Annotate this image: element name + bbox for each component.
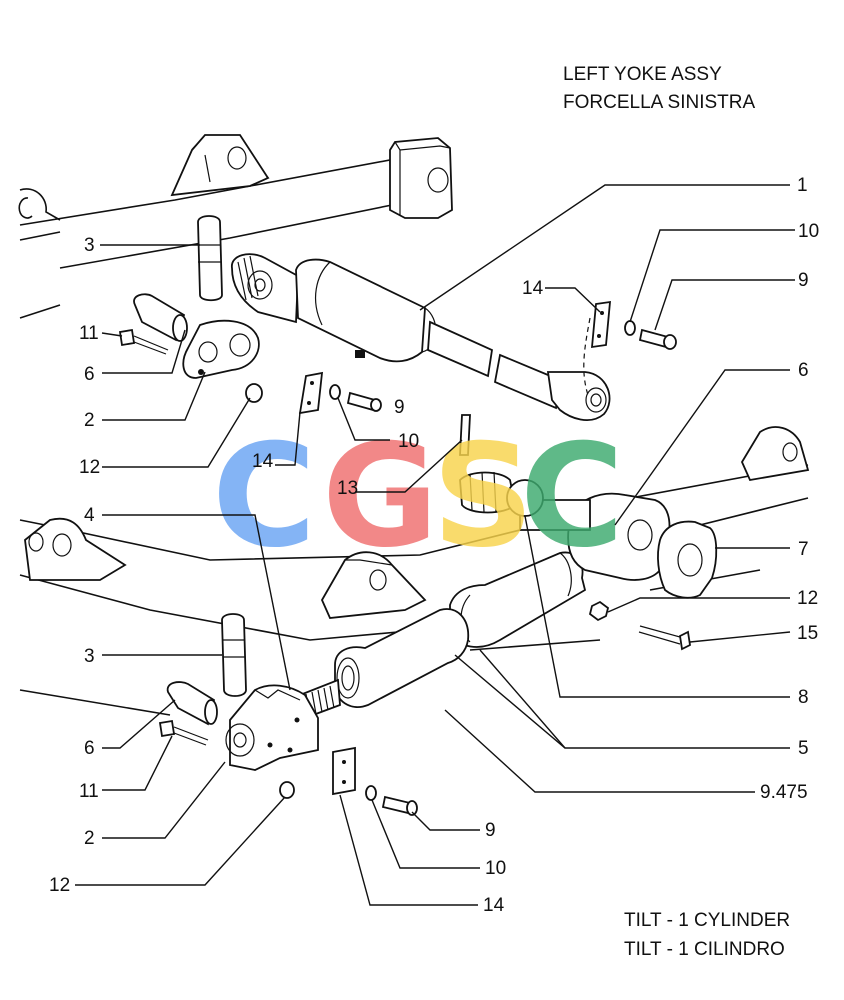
- callout-12-right: 12: [797, 588, 818, 609]
- callout-12-upper: 12: [79, 457, 100, 478]
- watermark-letter-c1: C: [212, 414, 316, 579]
- callout-6-right: 6: [798, 360, 809, 381]
- caption-line-2: TILT - 1 CILINDRO: [624, 939, 785, 960]
- callout-8: 8: [798, 687, 809, 708]
- callout-10-top: 10: [798, 221, 819, 242]
- watermark-letter-g: G: [322, 414, 439, 579]
- caption-line-1: TILT - 1 CYLINDER: [624, 910, 790, 931]
- cgsc-watermark: C G S C: [212, 414, 624, 579]
- callout-10-lower: 10: [485, 858, 506, 879]
- callout-13: 13: [337, 478, 358, 499]
- callout-9-top: 9: [798, 270, 809, 291]
- callout-9-475: 9.475: [760, 782, 808, 803]
- leader-lines: [75, 184, 795, 906]
- callout-11-lower: 11: [79, 781, 99, 802]
- callout-2-upper: 2: [84, 410, 95, 431]
- callout-4: 4: [84, 505, 95, 526]
- upper-cylinder-assembly: [231, 253, 611, 422]
- callout-9-middle: 9: [394, 397, 405, 418]
- callout-12-lower: 12: [49, 875, 70, 896]
- callout-3-upper: 3: [84, 235, 95, 256]
- upper-frame-rail: [18, 134, 453, 319]
- upper-small-parts: [118, 215, 677, 415]
- callout-14-top: 14: [522, 278, 544, 299]
- callout-11-upper: 11: [79, 323, 99, 344]
- callout-15: 15: [797, 623, 818, 644]
- watermark-letter-s: S: [432, 414, 534, 579]
- callout-6-lower: 6: [84, 738, 95, 759]
- callout-10-middle: 10: [398, 431, 419, 452]
- title-line-2: FORCELLA SINISTRA: [563, 92, 755, 113]
- callout-7: 7: [798, 539, 809, 560]
- callout-1: 1: [797, 175, 808, 196]
- callout-3-lower: 3: [84, 646, 95, 667]
- callout-14-middle: 14: [252, 451, 274, 472]
- watermark-letter-c2: C: [520, 414, 624, 579]
- lower-cylinder-assembly: [158, 414, 718, 816]
- callout-9-lower: 9: [485, 820, 496, 841]
- callout-2-lower: 2: [84, 828, 95, 849]
- callout-6-upper: 6: [84, 364, 95, 385]
- lower-frame-rails: [19, 426, 810, 716]
- title-line-1: LEFT YOKE ASSY: [563, 64, 722, 85]
- callout-5: 5: [798, 738, 809, 759]
- callout-labels: 1 10 9 14 3 11 6 2 12 9 10 14 13 4 6 7 1…: [49, 175, 819, 916]
- callout-14-lower: 14: [483, 895, 505, 916]
